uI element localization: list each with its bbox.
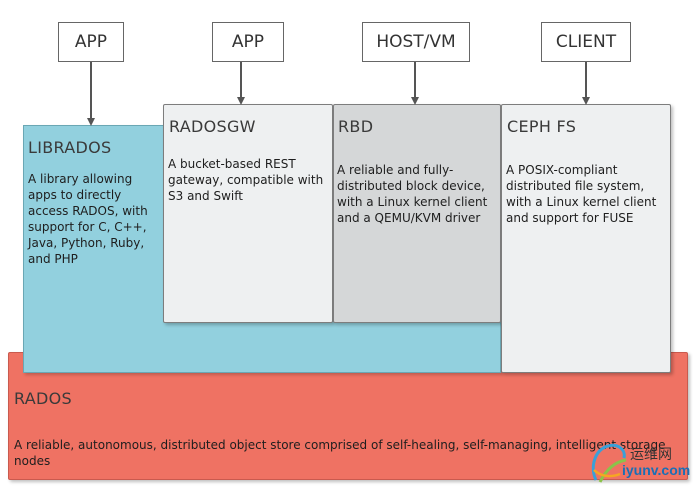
watermark-url: iyunv.com <box>622 462 691 478</box>
client-box: CLIENT <box>541 22 631 62</box>
cephfs-description: A POSIX-compliant distributed file syste… <box>506 163 657 225</box>
client-label: CLIENT <box>555 32 617 52</box>
librados-title: LIBRADOS <box>28 138 112 157</box>
host-vm-label: HOST/VM <box>376 32 456 52</box>
app-box-1-label: APP <box>74 32 108 52</box>
rados-layer: RADOS A reliable, autonomous, distribute… <box>8 352 688 480</box>
radosgw-layer: RADOSGW A bucket-based REST gateway, com… <box>163 104 333 323</box>
watermark-swirl-icon <box>591 443 627 483</box>
cephfs-title: CEPH FS <box>507 117 577 136</box>
rbd-title: RBD <box>338 117 374 136</box>
librados-description: A library allowing apps to directly acce… <box>28 172 148 266</box>
host-vm-box: HOST/VM <box>362 22 470 62</box>
cephfs-layer: CEPH FS A POSIX-compliant distributed fi… <box>501 104 671 373</box>
watermark-logo: 运维网 iyunv.com <box>588 438 691 486</box>
app-box-1: APP <box>58 22 124 62</box>
watermark-cn-text: 运维网 <box>630 447 672 463</box>
rados-description: A reliable, autonomous, distributed obje… <box>14 438 666 468</box>
app-box-2-label: APP <box>231 32 265 52</box>
radosgw-title: RADOSGW <box>169 117 256 136</box>
rbd-layer: RBD A reliable and fully-distributed blo… <box>333 104 501 323</box>
rados-title: RADOS <box>14 389 72 408</box>
app-box-2: APP <box>212 22 284 62</box>
radosgw-description: A bucket-based REST gateway, compatible … <box>168 157 324 203</box>
rbd-description: A reliable and fully-distributed block d… <box>337 163 488 225</box>
